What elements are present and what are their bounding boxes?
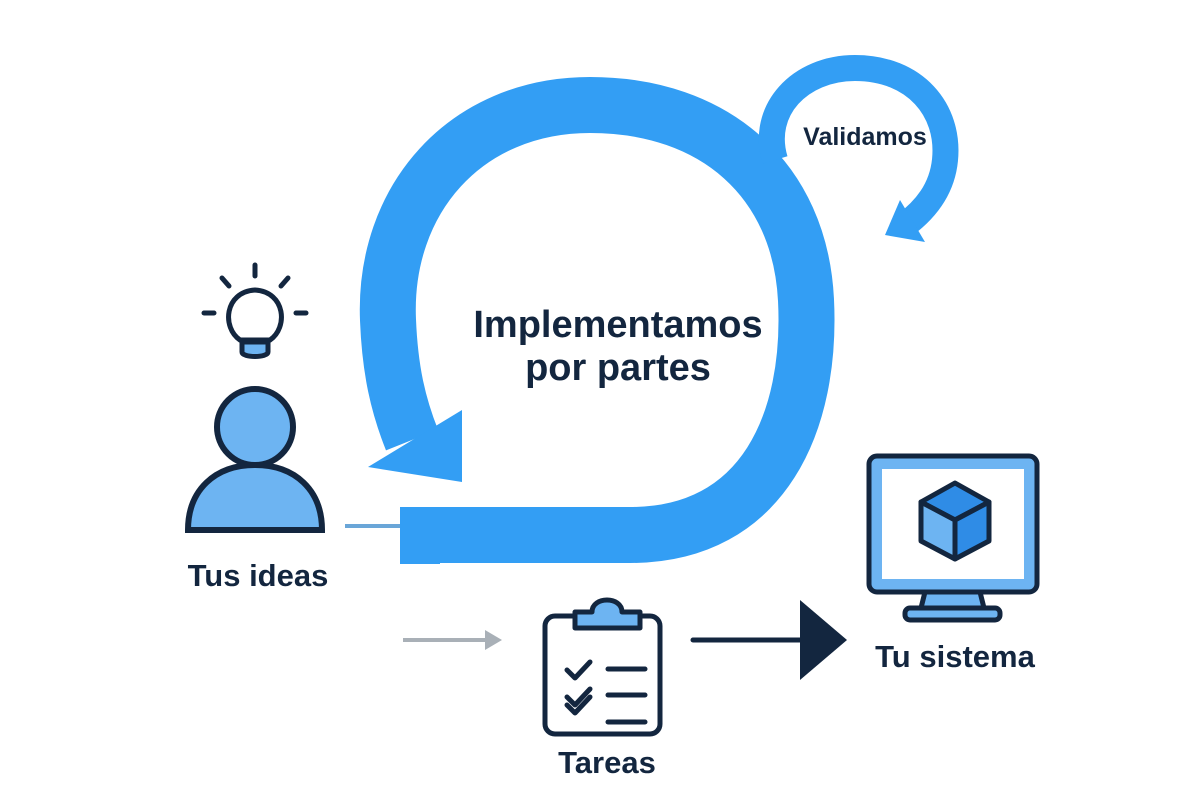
- validation-loop-arrow: [758, 54, 959, 242]
- clipboard-checklist-icon: [542, 597, 663, 737]
- gray-arrow: [403, 630, 502, 650]
- person-icon: [184, 386, 326, 533]
- monitor-cube-icon: [866, 453, 1040, 623]
- lightbulb-icon: [201, 262, 309, 359]
- loop-title-line2: por partes: [525, 347, 711, 389]
- dark-arrow: [690, 600, 847, 680]
- implementation-loop-arrow: [359, 76, 835, 564]
- system-label: Tu sistema: [875, 639, 1035, 674]
- tasks-label: Tareas: [558, 745, 656, 780]
- loop-title-line1: Implementamos: [473, 304, 762, 346]
- ideas-label: Tus ideas: [188, 558, 329, 593]
- validate-label: Validamos: [803, 123, 927, 151]
